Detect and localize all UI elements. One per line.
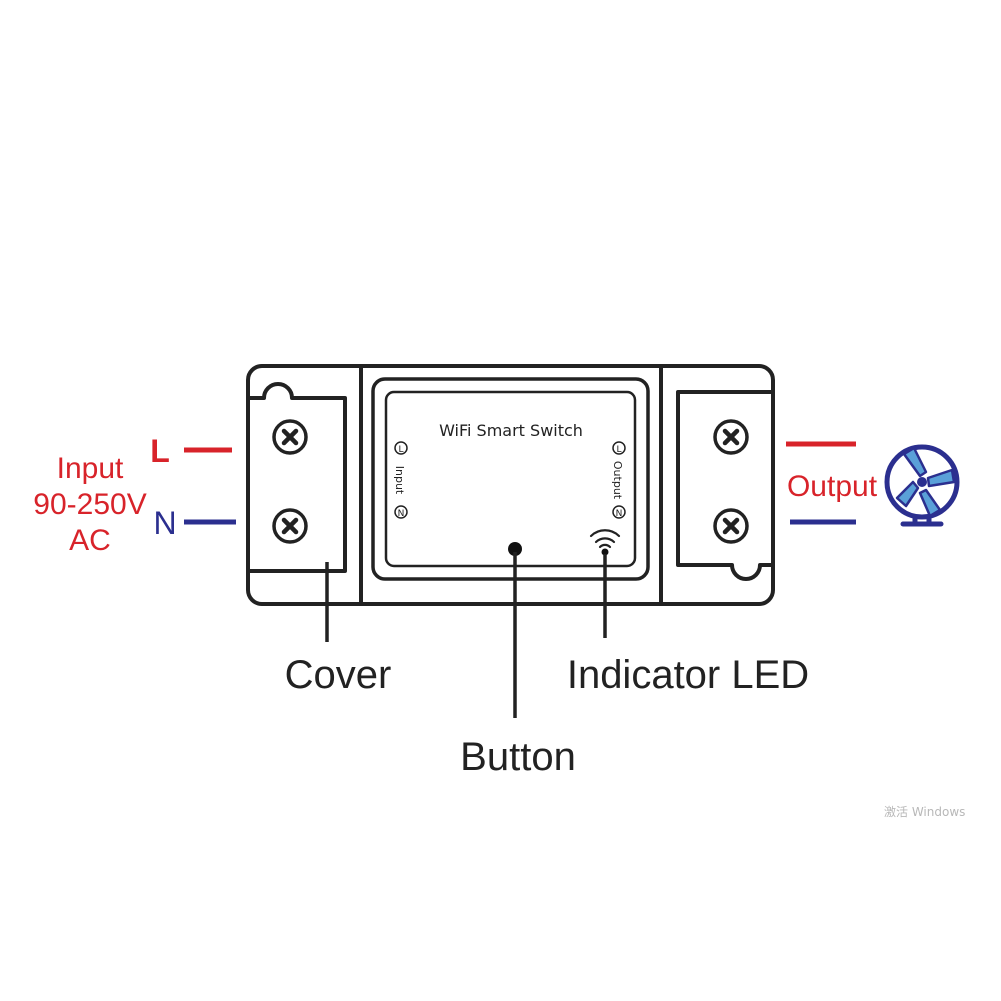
screw-x-icon	[713, 419, 749, 455]
switch-enclosure	[246, 364, 775, 606]
fan-icon	[884, 444, 960, 527]
panel-output-neutral-terminal: N	[616, 509, 623, 519]
panel-input-terminals: L N Input	[393, 441, 408, 519]
right-terminal-cover	[676, 390, 771, 581]
panel-input-live-terminal: L	[398, 445, 403, 455]
input-neutral-label: N	[153, 505, 176, 541]
cover-label: Cover	[285, 653, 392, 697]
panel-output-label: Output	[611, 461, 624, 500]
device-title: WiFi Smart Switch	[439, 421, 583, 440]
screw-x-icon	[272, 508, 308, 544]
indicator-led	[601, 548, 609, 556]
panel-input-label: Input	[393, 466, 406, 495]
push-button	[508, 542, 522, 556]
button-label: Button	[460, 735, 576, 779]
wifi-icon	[589, 529, 621, 549]
screw-x-icon	[713, 508, 749, 544]
screw-x-icon	[272, 419, 308, 455]
panel-input-neutral-terminal: N	[398, 509, 405, 519]
input-ac-label: AC	[69, 524, 111, 557]
callout-lines	[325, 552, 607, 718]
input-voltage-label: 90-250V	[33, 488, 146, 521]
output-label: Output	[787, 470, 878, 503]
center-panel	[371, 377, 650, 581]
panel-output-live-terminal: L	[616, 445, 621, 455]
indicator-led-label: Indicator LED	[567, 653, 809, 697]
input-live-label: L	[150, 433, 170, 469]
input-label-line1: Input	[57, 452, 124, 485]
windows-activation-watermark: 激活 Windows	[884, 805, 966, 819]
panel-output-terminals: L N Output	[611, 441, 626, 519]
left-terminal-cover	[250, 382, 347, 573]
